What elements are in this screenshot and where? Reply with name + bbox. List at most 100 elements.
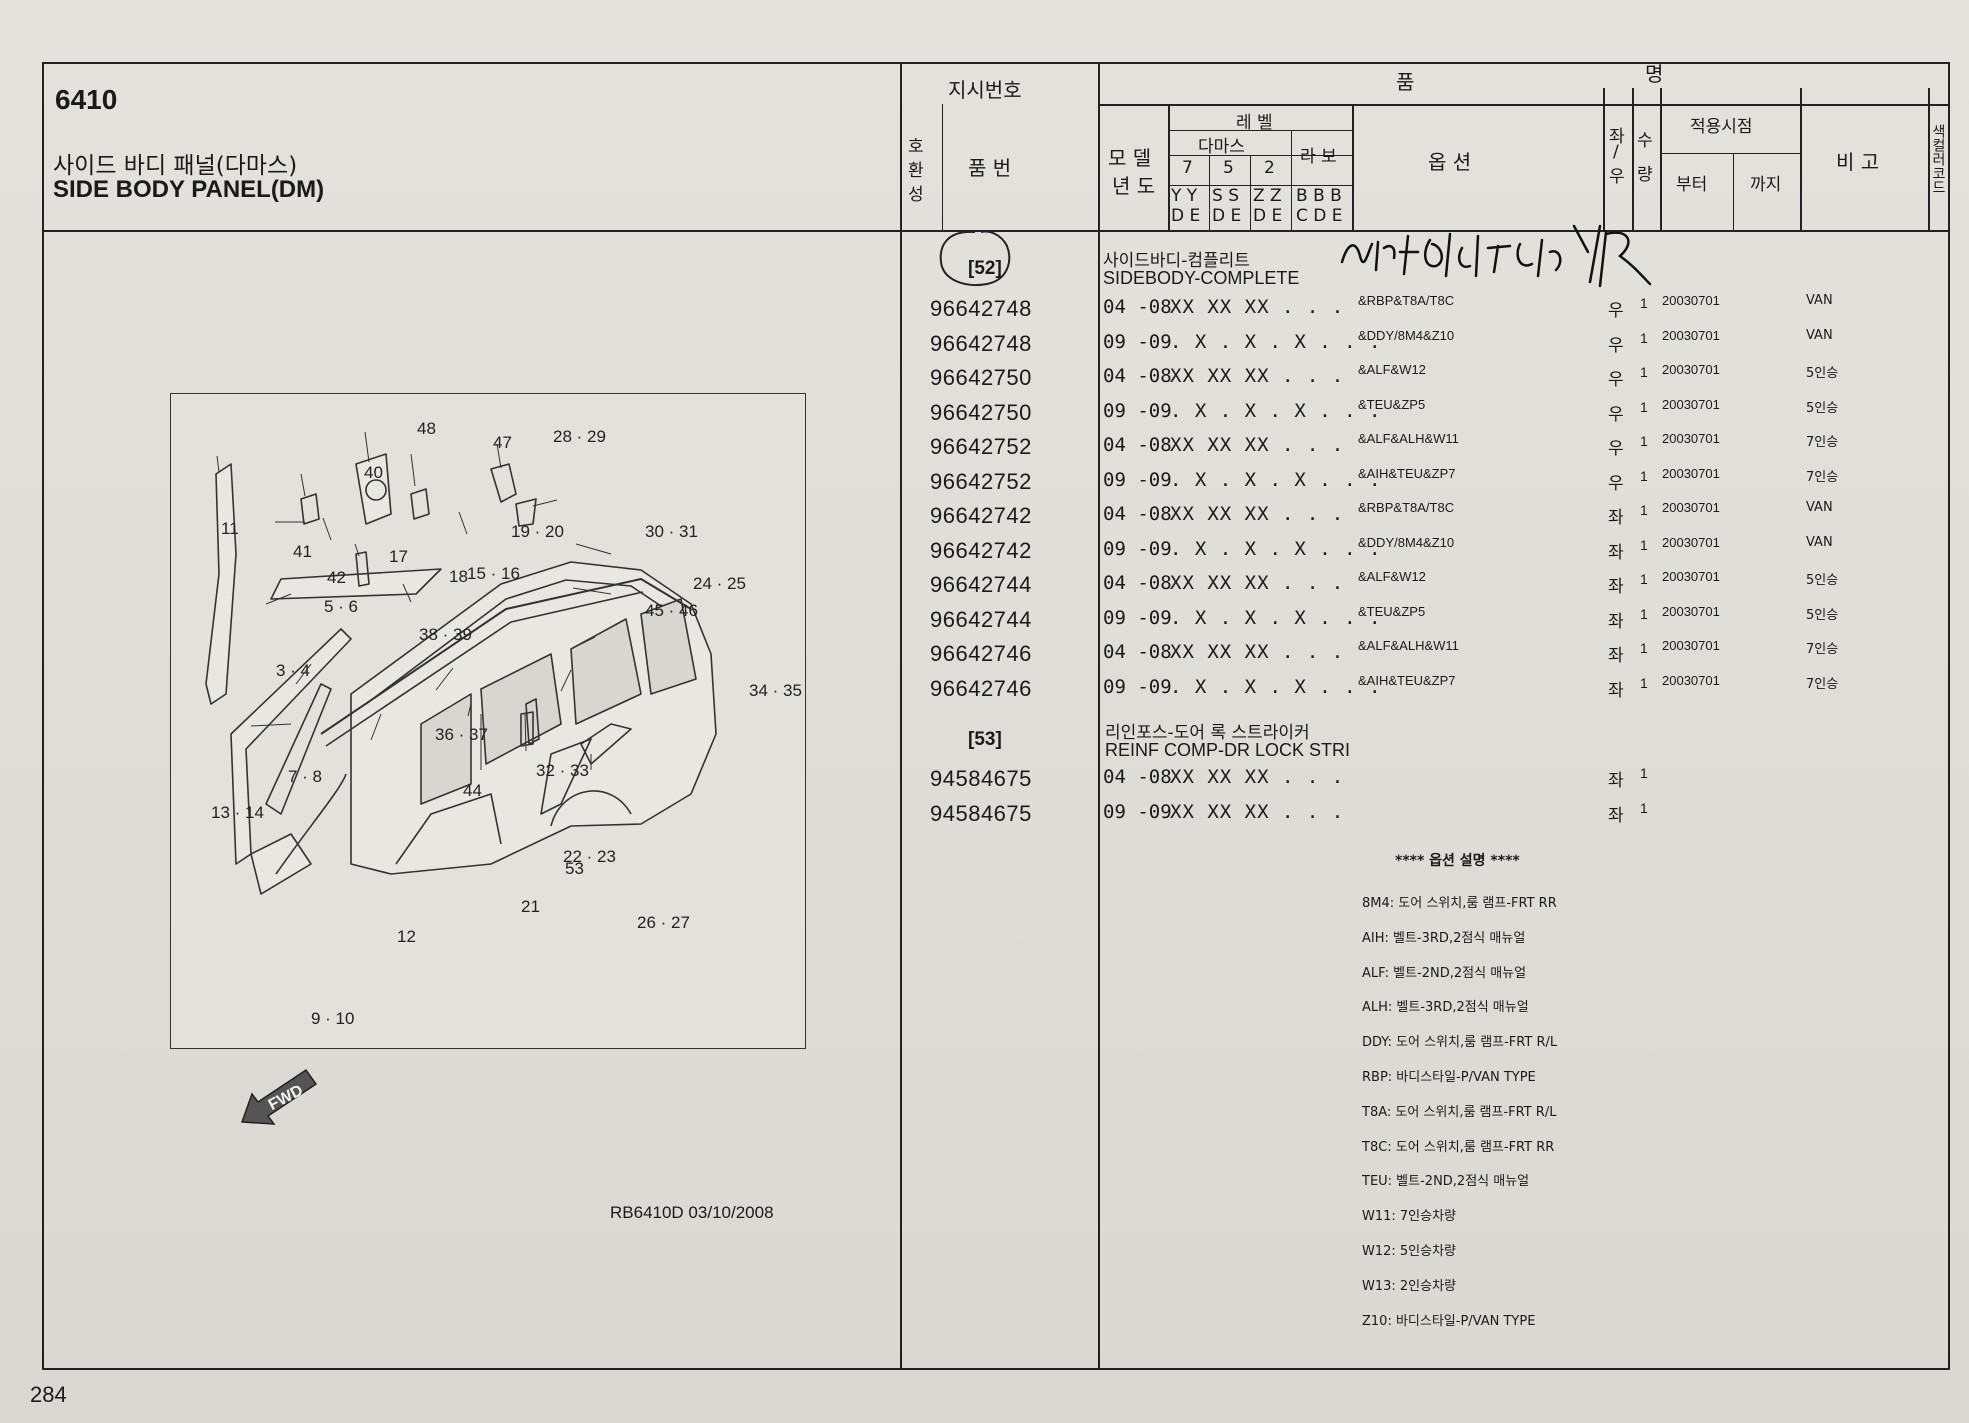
callout-label: 26 · 27	[637, 913, 690, 932]
group-name-ko-52: 사이드바디-컴플리트	[1103, 251, 1250, 271]
remark: 7인승	[1806, 469, 1839, 485]
applied-from: 20030701	[1662, 327, 1720, 343]
col-de-2: D E	[1212, 206, 1242, 226]
quantity: 1	[1640, 467, 1648, 484]
col-color-code: 색컬러코드	[1930, 124, 1946, 194]
col-from: 부터	[1676, 175, 1708, 195]
remark: VAN	[1806, 534, 1833, 550]
note-item: W11: 7인승차량	[1362, 1209, 1457, 1225]
group-name-ko-53: 리인포스-도어 록 스트라이커	[1105, 723, 1310, 743]
notes-title: **** 옵션 설명 ****	[1395, 853, 1520, 869]
side-mark: 좌	[1608, 542, 1624, 563]
col-model: 모 델	[1108, 146, 1152, 170]
col-de-1: D E	[1171, 206, 1201, 226]
callout-label: 18	[449, 567, 468, 586]
callout-label: 48	[417, 419, 436, 438]
callout-label: 36 · 37	[435, 725, 488, 744]
remark: 7인승	[1806, 435, 1839, 450]
applied-from: 20030701	[1662, 293, 1720, 308]
note-item: TEU: 벨트-2ND,2점식 매뉴얼	[1362, 1174, 1530, 1190]
applied-from: 20030701	[1662, 431, 1720, 446]
side-mark: 좌	[1608, 771, 1624, 791]
col-line-side	[1632, 88, 1634, 230]
col-line-remark	[1928, 88, 1930, 230]
col-instruction: 지시번호	[948, 78, 1022, 102]
callout-label: 19 · 20	[511, 522, 564, 541]
remark: 7인승	[1806, 642, 1839, 657]
circle-mark-icon	[939, 230, 1011, 286]
option-code: &AIH&TEU&ZP7	[1358, 672, 1456, 688]
col-level: 레 벨	[1236, 113, 1273, 133]
note-item: ALF: 벨트-2ND,2점식 매뉴얼	[1362, 965, 1527, 981]
option-code: &ALF&W12	[1358, 362, 1426, 377]
level-marks: XX XX XX . . .	[1170, 503, 1345, 525]
callout-label: 12	[397, 927, 416, 946]
applied-from: 20030701	[1662, 638, 1720, 653]
callout-label: 21	[521, 897, 540, 916]
level-marks: XX XX XX . . .	[1170, 800, 1345, 823]
level-marks: . X . X . X . . .	[1170, 330, 1382, 353]
callout-label: 44	[463, 781, 482, 800]
col-partno: 품 번	[968, 156, 1012, 180]
remark: 7인승	[1806, 676, 1839, 692]
section-code: 6410	[55, 84, 118, 115]
col-zz: Z Z	[1253, 186, 1282, 206]
side-mark: 좌	[1608, 805, 1624, 826]
level-line-3	[1168, 185, 1352, 186]
option-code: &DDY/8M4&Z10	[1358, 327, 1455, 343]
note-item: T8A: 도어 스위치,룸 램프-FRT R/L	[1362, 1104, 1557, 1120]
col-to: 까지	[1750, 175, 1782, 195]
group-ref-52: [52]	[968, 258, 1002, 279]
side-mark: 우	[1608, 370, 1624, 390]
page-number: 284	[30, 1382, 67, 1407]
side-mark: 좌	[1608, 680, 1624, 701]
part-number: 96642748	[930, 296, 1032, 321]
col-partname-2: 명	[1645, 62, 1664, 86]
model-year: 09 -09	[1103, 537, 1172, 560]
part-number: 94584675	[930, 766, 1032, 791]
note-item: AIH: 벨트-3RD,2점식 매뉴얼	[1362, 930, 1526, 946]
level-sep-1	[1209, 155, 1210, 230]
side-mark: 좌	[1608, 646, 1624, 666]
level-marks: . X . X . X . . .	[1170, 606, 1382, 629]
model-year: 09 -09	[1103, 330, 1172, 353]
side-mark: 우	[1608, 301, 1624, 321]
level-sep-2	[1250, 155, 1251, 230]
quantity: 1	[1640, 502, 1648, 518]
model-year: 09 -09	[1103, 675, 1172, 698]
part-number: 96642742	[930, 503, 1032, 528]
col-yy: Y Y	[1171, 186, 1198, 206]
remark: 5인승	[1806, 366, 1839, 381]
quantity: 1	[1640, 329, 1648, 346]
callout-label: 11	[221, 519, 239, 538]
option-code: &TEU&ZP5	[1358, 396, 1426, 412]
applied-from: 20030701	[1662, 603, 1720, 619]
col-damas-7: 7	[1182, 158, 1193, 178]
remark: 5인승	[1806, 607, 1839, 623]
col-damas: 다마스	[1198, 137, 1245, 157]
model-year: 04 -08	[1103, 503, 1172, 525]
col-damas-5: 5	[1223, 158, 1234, 178]
part-number: 96642742	[930, 537, 1032, 563]
option-code: &ALF&ALH&W11	[1358, 638, 1459, 653]
col-ss: S S	[1212, 186, 1239, 206]
applied-from: 20030701	[1662, 569, 1720, 584]
col-line-qty	[1660, 88, 1662, 230]
col-bbb: B B B	[1296, 186, 1342, 206]
model-year: 09 -09	[1103, 468, 1172, 491]
applied-from: 20030701	[1662, 465, 1720, 481]
level-marks: XX XX XX . . .	[1170, 296, 1345, 318]
model-year: 04 -08	[1103, 434, 1172, 456]
col-line-applied	[1800, 88, 1802, 230]
col-line-left	[900, 62, 902, 1370]
part-number: 96642750	[930, 399, 1032, 425]
quantity: 1	[1640, 295, 1648, 311]
model-year: 04 -08	[1103, 572, 1172, 594]
quantity: 1	[1640, 605, 1648, 622]
note-item: T8C: 도어 스위치,룸 램프-FRT RR	[1362, 1139, 1555, 1155]
option-code: &RBP&T8A/T8C	[1358, 500, 1455, 515]
note-item: ALH: 벨트-3RD,2점식 매뉴얼	[1362, 1000, 1529, 1016]
col-partname: 품	[1396, 70, 1415, 94]
callout-label: 3 · 4	[276, 661, 310, 680]
